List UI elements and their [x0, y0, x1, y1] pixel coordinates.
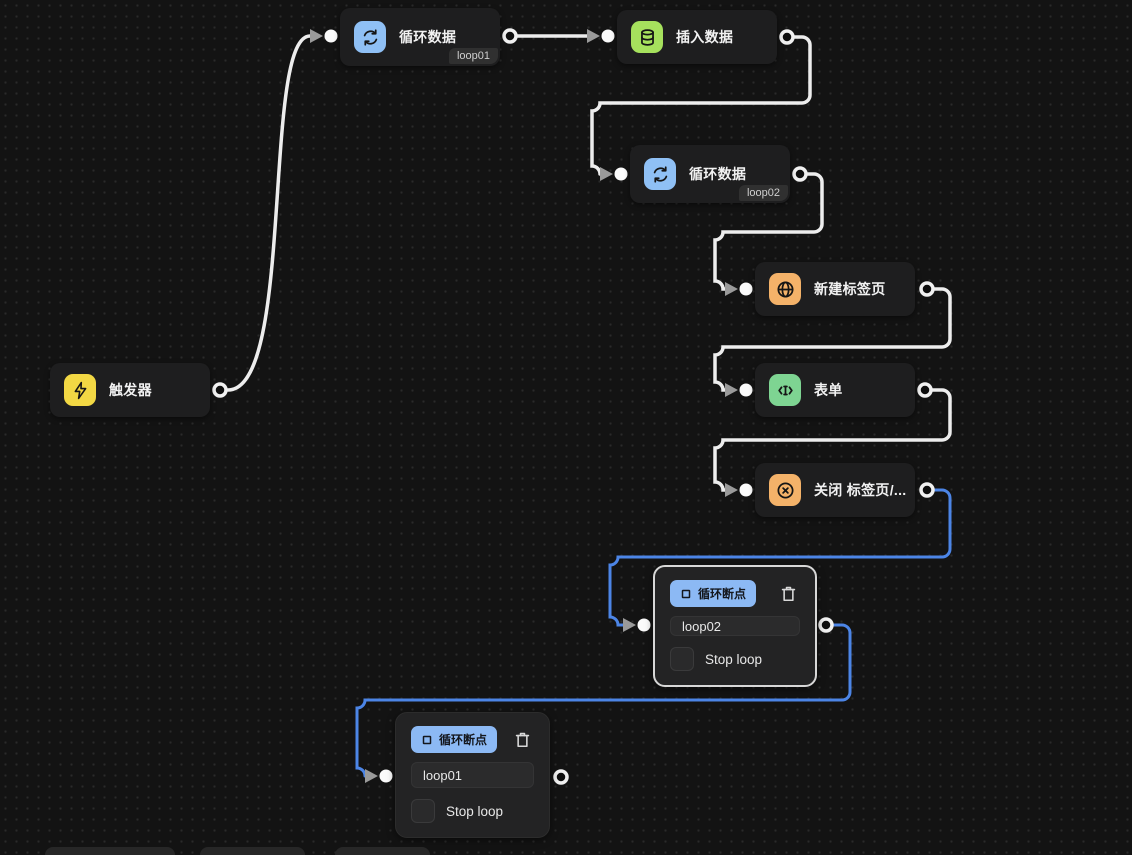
input-port-loop02[interactable] [600, 167, 628, 181]
output-port-loop02[interactable] [792, 166, 808, 182]
output-port-close[interactable] [919, 482, 935, 498]
stop-loop-label: Stop loop [446, 803, 504, 819]
stop-loop-row: Stop loop [411, 797, 534, 824]
edge-newtab-to-form[interactable] [713, 287, 952, 392]
node-trigger[interactable]: 触发器 [50, 363, 210, 417]
breakpoint-header: 循环断点 [411, 726, 534, 753]
edge-breakpoint-loop02-to-breakpoint-loop01[interactable] [355, 623, 852, 778]
edge-close-to-breakpoint-loop02[interactable] [608, 488, 952, 627]
output-port-form[interactable] [917, 382, 933, 398]
node-label: 循环数据 [689, 166, 747, 182]
node-loop-data-1[interactable]: 循环数据 loop01 [340, 8, 500, 66]
input-port-breakpoint-loop01[interactable] [365, 769, 393, 783]
square-stop-icon [681, 589, 691, 598]
database-icon [631, 21, 663, 53]
loop-name-input[interactable] [411, 762, 534, 788]
breakpoint-card-loop02[interactable]: 循环断点 Stop loop [653, 565, 817, 687]
edge-trigger-to-loop01[interactable] [226, 34, 312, 392]
node-label: 触发器 [109, 382, 152, 398]
globe-icon [769, 273, 801, 305]
node-label: 表单 [814, 382, 843, 398]
edge-form-to-close[interactable] [713, 388, 952, 492]
loop-breakpoint-badge: 循环断点 [670, 580, 757, 607]
stop-loop-checkbox[interactable] [670, 647, 694, 671]
breakpoint-header: 循环断点 [670, 580, 800, 607]
node-label: 关闭 标签页/... [814, 482, 907, 498]
edge-loop02-to-newtab[interactable] [713, 172, 824, 291]
node-id-badge: loop01 [448, 48, 498, 64]
output-port-newtab[interactable] [919, 281, 935, 297]
loop-icon [354, 21, 386, 53]
node-close-tab[interactable]: 关闭 标签页/... [755, 463, 915, 517]
lightning-icon [64, 374, 96, 406]
loop-name-input[interactable] [670, 616, 800, 636]
node-label: 新建标签页 [814, 281, 886, 297]
input-port-insert[interactable] [587, 29, 615, 43]
edge-insert-to-loop02[interactable] [590, 35, 812, 176]
input-port-close[interactable] [725, 483, 753, 497]
node-id-badge: loop02 [738, 185, 788, 201]
close-circle-icon [769, 474, 801, 506]
node-form[interactable]: 表单 [755, 363, 915, 417]
output-port-insert[interactable] [779, 29, 795, 45]
node-loop-data-2[interactable]: 循环数据 loop02 [630, 145, 790, 203]
output-port-trigger[interactable] [212, 382, 228, 398]
input-port-loop01[interactable] [310, 29, 338, 43]
input-port-form[interactable] [725, 383, 753, 397]
bottom-toolbar-button[interactable] [45, 847, 175, 855]
node-insert-data[interactable]: 插入数据 [617, 10, 777, 64]
breakpoint-badge-label: 循环断点 [698, 587, 747, 601]
input-port-newtab[interactable] [725, 282, 753, 296]
delete-button[interactable] [513, 729, 532, 750]
trash-icon [781, 586, 796, 602]
output-port-breakpoint-loop02[interactable] [818, 617, 834, 633]
node-new-tab[interactable]: 新建标签页 [755, 262, 915, 316]
breakpoint-badge-label: 循环断点 [439, 733, 488, 747]
breakpoint-card-loop01[interactable]: 循环断点 Stop loop [395, 712, 550, 838]
loop-icon [644, 158, 676, 190]
bottom-toolbar-button[interactable] [335, 847, 430, 855]
trash-icon [515, 732, 530, 748]
loop-breakpoint-badge: 循环断点 [411, 726, 498, 753]
input-port-breakpoint-loop02[interactable] [623, 618, 651, 632]
stop-loop-row: Stop loop [670, 645, 800, 672]
output-port-loop01[interactable] [502, 28, 518, 44]
delete-button[interactable] [779, 583, 798, 604]
bottom-toolbar-button[interactable] [200, 847, 305, 855]
stop-loop-checkbox[interactable] [411, 799, 435, 823]
node-label: 循环数据 [399, 29, 457, 45]
square-stop-icon [422, 735, 432, 744]
output-port-breakpoint-loop01[interactable] [553, 769, 569, 785]
stop-loop-label: Stop loop [705, 651, 763, 667]
node-label: 插入数据 [676, 29, 734, 45]
text-cursor-icon [769, 374, 801, 406]
